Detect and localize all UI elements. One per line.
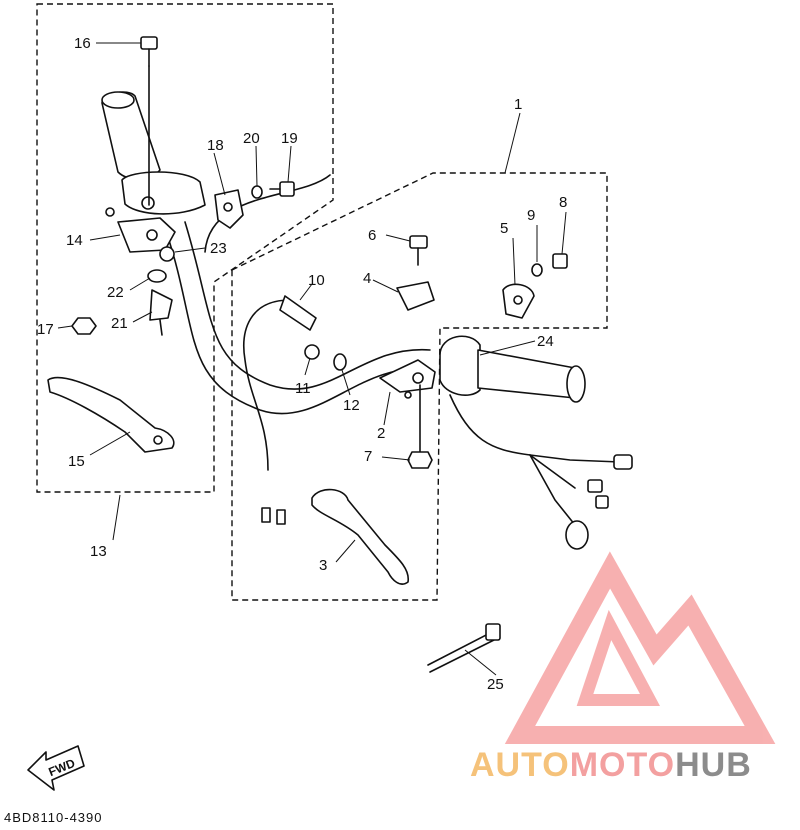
callout-10: 10 [308,272,325,289]
wire-harness [449,394,633,550]
callout-17: 17 [37,321,54,338]
holder-5 [502,283,535,319]
watermark-part-moto: MOTO [570,746,675,784]
callout-3: 3 [319,557,327,574]
callout-1: 1 [514,96,522,113]
grip-24 [439,335,586,403]
right-lever-3 [311,488,410,585]
callout-7: 7 [364,448,372,465]
callout-14: 14 [66,232,83,249]
callout-13: 13 [90,543,107,560]
callout-6: 6 [368,227,376,244]
left-lever-15 [47,376,175,453]
bolt-16 [140,36,158,206]
watermark-part-hub: HUB [675,746,752,784]
callout-25: 25 [487,676,504,693]
callout-5: 5 [500,220,508,237]
part-11-nut [304,344,320,360]
screw-8 [552,253,568,269]
callout-19: 19 [281,130,298,147]
callout-15: 15 [68,453,85,470]
callout-8: 8 [559,194,567,211]
bolt-6 [409,235,428,266]
diagram-code: 4BD8110-4390 [4,810,103,825]
watermark-logo-icon [504,551,776,744]
callout-20: 20 [243,130,260,147]
fwd-arrow-icon: FWD [27,745,85,791]
callout-16: 16 [74,35,91,52]
part-12-ring [333,353,347,371]
screw-19 [269,181,295,197]
callout-11: 11 [295,380,311,397]
left-clamp [105,207,176,253]
watermark-part-auto: AUTO [470,746,570,784]
master-clamp-2 [379,359,436,399]
callout-22: 22 [107,284,124,301]
part-21-adjuster [149,289,173,336]
cable-10 [243,295,317,525]
watermark-brand: AUTOMOTOHUB [470,746,752,784]
left-grip-housing [101,91,206,215]
bolt-7 [407,384,433,469]
callout-12: 12 [343,397,360,414]
group-13-boundary [36,3,334,493]
callout-2: 2 [377,425,385,442]
callout-24: 24 [537,333,554,350]
switch-4 [396,281,435,311]
leader-lines [57,42,567,676]
washer-9 [531,263,543,277]
callout-9: 9 [527,207,535,224]
part-18-bracket [214,189,244,229]
part-23-knob [159,246,175,262]
callout-18: 18 [207,137,224,154]
part-22-collar [147,269,167,283]
washer-20 [251,185,263,199]
cable-tie-25 [427,623,501,673]
nut-17 [71,317,97,335]
callout-4: 4 [363,270,371,287]
callout-23: 23 [210,240,227,257]
callout-21: 21 [111,315,128,332]
handlebar [164,174,431,415]
group-1-boundary [231,172,608,601]
